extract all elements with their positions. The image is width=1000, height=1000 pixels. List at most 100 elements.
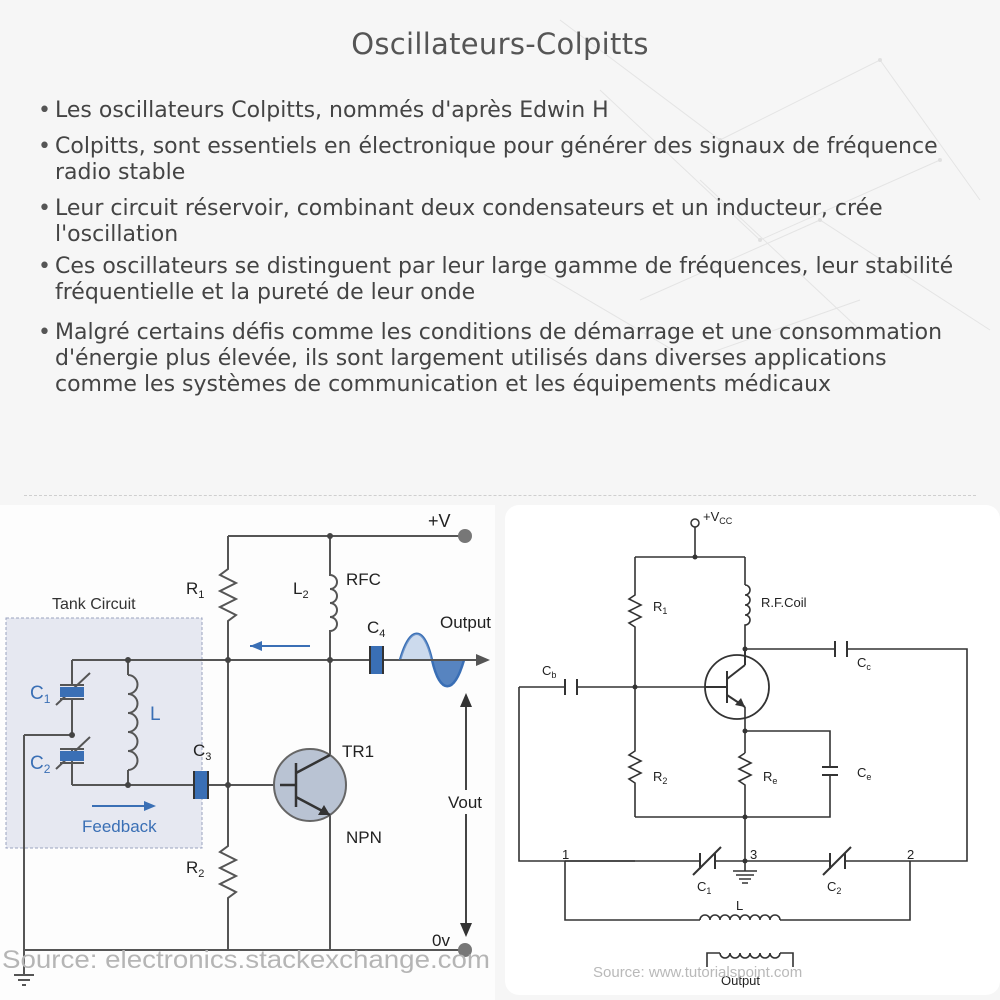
svg-text:C1: C1: [30, 683, 51, 706]
svg-text:C2: C2: [827, 879, 841, 896]
svg-text:R1: R1: [186, 579, 204, 601]
r2-label: R: [186, 858, 198, 877]
svg-text:R2: R2: [653, 769, 667, 786]
re-label: R: [763, 769, 772, 784]
cc-sub: c: [866, 662, 871, 672]
resistor-r2: [627, 687, 643, 817]
rf-coil: [744, 584, 751, 649]
c1-label: C: [697, 879, 706, 894]
bullet-text: Leur circuit réservoir, combinant deux c…: [55, 196, 883, 247]
inductor-l: [699, 914, 781, 921]
svg-text:Cc: Cc: [857, 655, 871, 672]
left-circuit-diagram: Tank Circuit: [2, 511, 491, 986]
c1-label: C: [30, 683, 44, 704]
r2-sub: 2: [198, 868, 204, 880]
rfc-label: RFC: [346, 570, 381, 589]
svg-text:Cb: Cb: [542, 663, 556, 680]
npn-label: NPN: [346, 828, 382, 847]
node-3-label: 3: [750, 847, 757, 862]
capacitor-c4: [370, 646, 383, 674]
transistor-tr1: [273, 748, 347, 822]
resistor-r2: [217, 840, 239, 950]
supply-label: +V: [428, 511, 451, 531]
bullet-text: Les oscillateurs Colpitts, nommés d'aprè…: [55, 98, 609, 123]
tr1-label: TR1: [342, 742, 374, 761]
feedback-arrow-icon: [144, 801, 156, 811]
resistor-r1: [627, 591, 643, 687]
resistor-r1: [217, 563, 239, 655]
node-1-label: 1: [562, 847, 569, 862]
bullet-marker: •: [38, 98, 51, 123]
rf-coil-label: R.F.Coil: [761, 595, 807, 610]
vout-label: Vout: [448, 793, 482, 812]
l2-label: L: [293, 579, 302, 598]
signal-arrow-icon: [250, 641, 262, 651]
tank-circuit-box: [5, 617, 203, 849]
svg-text:+VCC: +VCC: [703, 509, 733, 526]
l-label: L: [150, 704, 161, 725]
left-source-credit: Source: electronics.stackexchange.com: [2, 946, 490, 974]
c2-sub: 2: [44, 762, 51, 776]
vcc-label: +V: [703, 509, 720, 524]
ground-label: 0v: [432, 931, 450, 950]
output-arrow: [476, 654, 490, 666]
bullet-marker: •: [38, 254, 51, 279]
bullet-text: Colpitts, sont essentiels en électroniqu…: [55, 134, 938, 185]
c4-sub: 4: [379, 628, 385, 640]
svg-text:C1: C1: [697, 879, 711, 896]
vcc-sub: CC: [719, 516, 732, 526]
page-title: Oscillateurs-Colpitts: [351, 27, 649, 61]
cc-label: C: [857, 655, 866, 670]
bullet-text: Ces oscillateurs se distinguent par leur…: [55, 254, 954, 305]
svg-text:C4: C4: [367, 618, 385, 640]
r1-label: R: [653, 599, 662, 614]
r1-label: R: [186, 579, 198, 598]
output-label: Output: [440, 613, 491, 632]
left-circuit-image: Tank Circuit: [0, 505, 495, 1000]
svg-text:Ce: Ce: [857, 765, 871, 782]
svg-text:L2: L2: [293, 579, 309, 601]
cb-sub: b: [551, 670, 556, 680]
svg-text:R2: R2: [186, 858, 204, 880]
right-circuit-diagram: +VCC R1 R.F.Coil Cc Cb R2 Re Ce 1 3 2 C1…: [518, 509, 968, 988]
c1-sub: 1: [44, 692, 51, 706]
bullet-text: Malgré certains défis comme les conditio…: [55, 320, 943, 397]
bullet-marker: •: [38, 196, 51, 221]
output-label: Output: [721, 973, 760, 988]
bullet-item: •Malgré certains défis comme les conditi…: [38, 320, 968, 398]
bullet-item: •Les oscillateurs Colpitts, nommés d'apr…: [38, 98, 968, 124]
l-label: L: [736, 898, 743, 913]
r2-label: R: [653, 769, 662, 784]
svg-text:C3: C3: [193, 741, 211, 763]
capacitor-c3: [194, 771, 208, 799]
section-divider: [24, 495, 976, 496]
bullet-item: •Leur circuit réservoir, combinant deux …: [38, 196, 968, 248]
c2-label: C: [827, 879, 836, 894]
c3-sub: 3: [205, 751, 211, 763]
r1-sub: 1: [198, 589, 204, 601]
right-circuit-image: +VCC R1 R.F.Coil Cc Cb R2 Re Ce 1 3 2 C1…: [505, 505, 1000, 995]
ground-terminal: [458, 943, 472, 957]
vcc-terminal: [690, 518, 700, 528]
cb-label: C: [542, 663, 551, 678]
right-source-credit: Source: www.tutorialspoint.com: [593, 964, 802, 981]
supply-terminal: [458, 529, 472, 543]
ce-sub: e: [866, 772, 871, 782]
inductor-l: [127, 674, 139, 771]
capacitor-c2: [60, 751, 84, 761]
c2-sub: 2: [836, 886, 841, 896]
tank-circuit-label: Tank Circuit: [52, 596, 136, 613]
resistor-re: [737, 752, 753, 861]
r2-sub: 2: [662, 776, 667, 786]
c3-label: C: [193, 741, 205, 760]
bullet-item: •Ces oscillateurs se distinguent par leu…: [38, 254, 968, 306]
r1-sub: 1: [662, 606, 667, 616]
c4-label: C: [367, 618, 379, 637]
capacitor-c1: [60, 687, 84, 697]
bullet-list: •Les oscillateurs Colpitts, nommés d'apr…: [38, 98, 968, 408]
svg-text:C2: C2: [30, 753, 51, 776]
bullet-marker: •: [38, 134, 51, 159]
c1-sub: 1: [706, 886, 711, 896]
svg-text:R1: R1: [653, 599, 667, 616]
